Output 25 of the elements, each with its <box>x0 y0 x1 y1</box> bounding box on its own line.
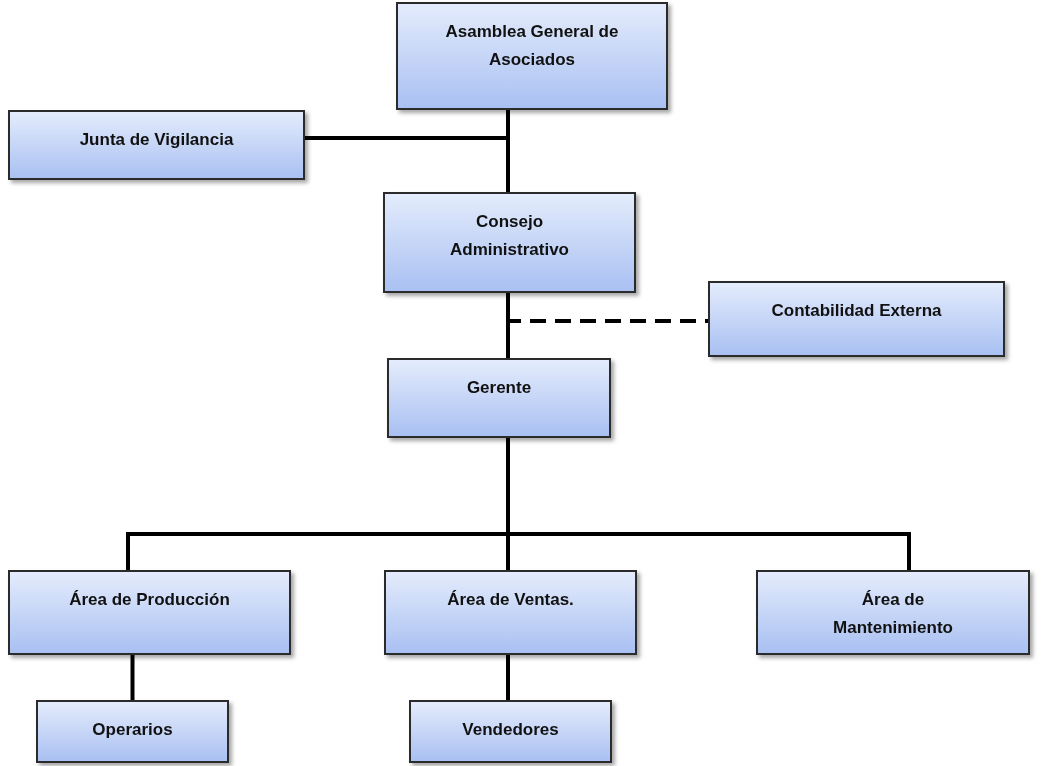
org-box <box>756 570 1030 655</box>
connector-line <box>506 438 911 570</box>
dashed-connector <box>506 293 708 323</box>
box-label: Asamblea General de Asociados <box>444 21 620 71</box>
box-label: Vendedores <box>462 719 559 741</box>
org-box <box>396 2 668 110</box>
box-label: Gerente <box>466 377 532 399</box>
connector-line <box>506 655 510 700</box>
box-label: Consejo Administrativo <box>449 211 570 261</box>
org-box <box>383 192 636 293</box>
box-label: Junta de Vigilancia <box>79 129 234 151</box>
box-label: Operarios <box>92 719 173 741</box>
box-label: Área de Ventas. <box>447 589 574 611</box>
org-box <box>409 700 612 763</box>
org-box <box>36 700 229 763</box>
org-box <box>708 281 1005 357</box>
connector-line <box>305 110 510 140</box>
connector-line <box>130 655 135 700</box>
org-box <box>384 570 637 655</box>
box-label: Área de Mantenimiento <box>832 589 954 639</box>
box-label: Contabilidad Externa <box>771 300 942 322</box>
org-box <box>8 570 291 655</box>
org-box <box>387 358 611 438</box>
box-label: Área de Producción <box>69 589 230 611</box>
org-box <box>8 110 305 180</box>
